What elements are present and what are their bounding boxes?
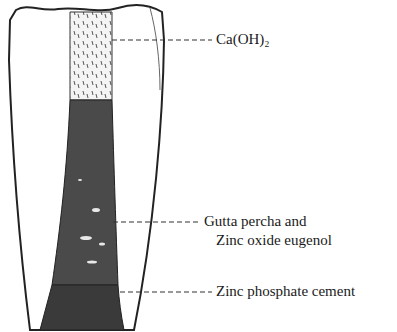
part-label: Zinc phosphate cement [216, 282, 355, 301]
gutta-percha-fill [52, 100, 118, 285]
part-label: Gutta percha and Zinc oxide eugenol [204, 212, 335, 250]
calcium-hydroxide-fill [70, 12, 112, 100]
part-label: Ca(OH)₂ [216, 30, 270, 49]
zinc-phosphate-fill [40, 285, 124, 330]
crown-line [150, 8, 160, 90]
voids [78, 179, 105, 264]
tooth-outline [9, 5, 164, 330]
leader-lines [112, 40, 212, 292]
